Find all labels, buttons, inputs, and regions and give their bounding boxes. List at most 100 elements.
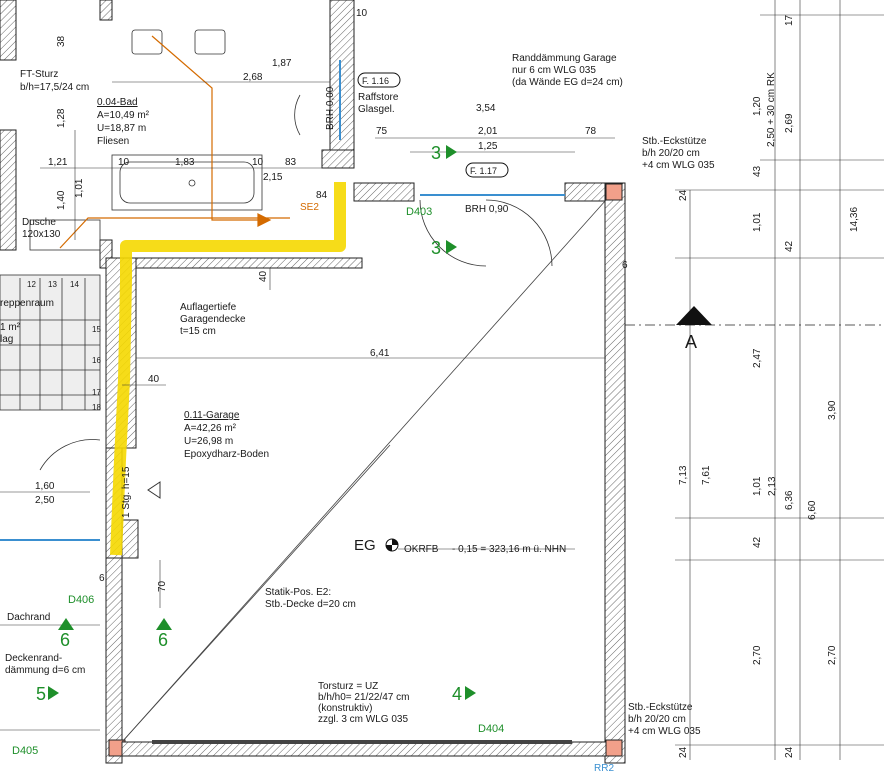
dim-text: 17: [784, 14, 795, 26]
dim-text: 75: [376, 126, 388, 137]
dim-text: 2,69: [784, 113, 795, 133]
section-mark-4-icon: [465, 686, 476, 700]
dim-text: 1,01: [752, 212, 763, 232]
dim-text: 83: [285, 157, 297, 168]
garage-name: 0.11-Garage: [184, 410, 240, 421]
door-d403-label: D403: [406, 206, 432, 218]
door-d406-label: D406: [68, 594, 94, 606]
insulation-highlight: [110, 182, 346, 556]
roof-edge-label: Dachrand: [7, 612, 50, 623]
dimension-texts: 10 38 1,87 2,68 1,28 1,21 10 1,83 10 83 …: [35, 8, 628, 592]
support-note-1: Auflagertiefe: [180, 302, 237, 313]
dim-text: 2,70: [752, 645, 763, 665]
section-mark-6a-icon: [58, 618, 74, 630]
dim-text: 24: [678, 746, 689, 758]
se2-label: SE2: [300, 202, 319, 213]
garage-diagonals: [121, 199, 607, 743]
dim-text: 2,70: [827, 645, 838, 665]
lintel-note-3: (konstruktiv): [318, 703, 372, 714]
dim-text: 3,54: [476, 103, 496, 114]
insulation-note-3: (da Wände EG d=24 cm): [512, 77, 623, 88]
eg-label: EG: [354, 537, 376, 554]
stair-number: 18: [92, 403, 101, 412]
lintel-note-1: Torsturz = UZ: [318, 681, 378, 692]
bathtub-inner: [119, 161, 255, 204]
door-swing-bath: [294, 94, 301, 136]
brh-door: BRH 0,90: [465, 204, 509, 215]
section-mark-3b-icon: [446, 240, 457, 254]
section-mark-3b-label: 3: [431, 238, 441, 258]
statik-note-1: Statik-Pos. E2:: [265, 587, 331, 598]
dim-text: 1,60: [35, 481, 55, 492]
section-mark-3a-label: 3: [431, 143, 441, 163]
shower-size: 120x130: [22, 229, 61, 240]
wall-garage-right: [604, 182, 626, 764]
door-d403: [419, 199, 553, 267]
corner-column-bottom-note-2: b/h 20/20 cm: [628, 714, 686, 725]
rr2-label: RR2: [594, 763, 614, 772]
section-line-a: [625, 306, 884, 326]
door-swing-left: [39, 439, 101, 471]
dim-text: 42: [784, 240, 795, 252]
dim-text: 84: [316, 190, 328, 201]
corner-column-bottom-note-1: Stb.-Eckstütze: [628, 702, 693, 713]
wall-bath-right: [329, 0, 355, 151]
garage-label: 0.11-Garage A=42,26 m² U=26,98 m Epoxydh…: [184, 410, 269, 460]
wall-top-left: [0, 0, 17, 61]
stair-number: 16: [92, 356, 101, 365]
dim-text: 1,21: [48, 157, 68, 168]
garage-floor: Epoxydharz-Boden: [184, 449, 269, 460]
dim-text: 43: [752, 165, 763, 177]
wall-bath-top: [99, 0, 113, 21]
section-mark-6a-label: 6: [60, 630, 70, 650]
stairs: [0, 274, 101, 411]
ft-sturz-size: b/h=17,5/24 cm: [20, 82, 89, 93]
bath-label: 0.04-Bad A=10,49 m² U=18,87 m Fliesen: [97, 97, 150, 147]
section-mark-3a-icon: [446, 145, 457, 159]
wall-left-mid: [0, 129, 17, 251]
dim-text: 6: [622, 260, 628, 271]
slab-edge-note-2: dämmung d=6 cm: [5, 665, 85, 676]
bath-area: A=10,49 m²: [97, 110, 150, 121]
dim-text: 6,60: [807, 500, 818, 520]
statik-note-2: Stb.-Decke d=20 cm: [265, 599, 356, 610]
dim-text: 78: [585, 126, 597, 137]
sink-left: [131, 29, 163, 55]
stair-name: reppenraum: [0, 298, 54, 309]
bathtub: [111, 154, 263, 211]
section-a-arrow-icon: [676, 306, 712, 325]
dim-text: 1,20: [752, 96, 763, 116]
bath-fixtures: [29, 29, 301, 251]
stair-number: 17: [92, 388, 101, 397]
windows: [0, 60, 565, 541]
corner-column-bottom-right: [605, 739, 623, 757]
wall-garage-left-lower: [105, 557, 123, 764]
dim-text: 2,68: [243, 72, 263, 83]
dim-text: 2,01: [478, 126, 498, 137]
corner-column-note-3: +4 cm WLG 035: [642, 160, 715, 171]
section-mark-5-label: 5: [36, 684, 46, 704]
corner-column-top: [605, 183, 623, 201]
step-label: 1 Stg. h=15: [121, 466, 132, 518]
sink-right: [194, 29, 226, 55]
tag-f116: [357, 72, 401, 88]
stair-number: 15: [92, 325, 101, 334]
right-dimension-texts: 17 1,20 2,50 + 30 cm RK 2,69 43 24 1,01 …: [678, 14, 860, 758]
section-mark-5-icon: [48, 686, 59, 700]
dim-text: 42: [752, 536, 763, 548]
level-value: - 0,15 = 323,16 m ü. NHN: [452, 544, 566, 555]
garage-door: [152, 740, 572, 744]
dim-text: 6: [99, 573, 105, 584]
dim-text: 1,28: [56, 108, 67, 128]
dim-text: 1,87: [272, 58, 292, 69]
shower-label: Dusche: [22, 217, 56, 228]
dim-text: 2,13: [767, 476, 778, 496]
level-marker: [385, 538, 575, 552]
corner-column-bottom-note-3: +4 cm WLG 035: [628, 726, 701, 737]
dim-text: 70: [157, 580, 168, 592]
step-arrow-icon: [147, 481, 161, 499]
okrfb-label: OKRFB: [404, 544, 439, 555]
stair-area: 1 m²: [0, 322, 21, 333]
